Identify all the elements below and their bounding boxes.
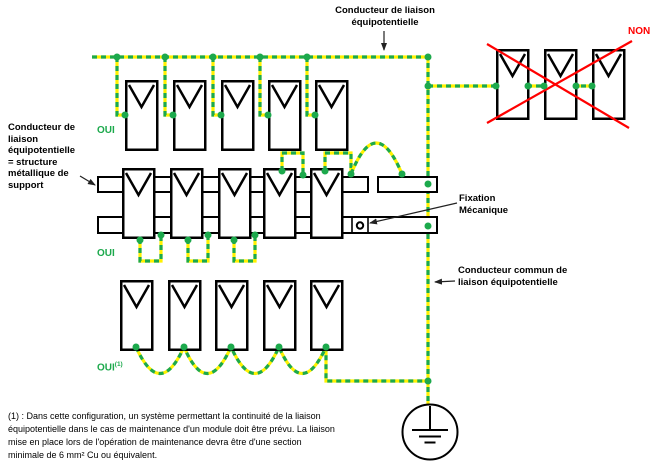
pv-module: [263, 168, 297, 239]
oui-label-bottom: OUI(1): [97, 361, 123, 374]
left-structure-label: Conducteur de liaison équipotentielle = …: [8, 122, 76, 191]
forbidden-cross-icon: [486, 40, 633, 129]
pv-module: [215, 280, 249, 351]
pv-module: [168, 280, 202, 351]
pv-module: [120, 280, 154, 351]
pv-module: [173, 80, 207, 151]
non-label: NON: [628, 26, 651, 37]
pv-module: [122, 168, 156, 239]
oui-label-middle: OUI: [97, 248, 115, 259]
pv-module: [310, 280, 344, 351]
top-conductor-label: Conducteur de liaison équipotentielle: [335, 5, 435, 28]
earth-ground-icon: [401, 403, 459, 461]
pv-module-row-bottom: [120, 280, 344, 351]
bonding-connection-dots: [113, 53, 596, 385]
pv-module: [544, 49, 578, 120]
pv-module: [170, 168, 204, 239]
arrow-common-conductor: [434, 278, 456, 285]
pv-module: [310, 168, 344, 239]
pv-module: [125, 80, 159, 151]
pv-module: [221, 80, 255, 151]
arrow-left-structure: [79, 175, 96, 186]
annotation-arrows: [79, 31, 458, 285]
footnote: (1) : Dans cette configuration, un systè…: [8, 411, 335, 460]
oui-bottom-superscript: (1): [114, 361, 123, 368]
mechanical-fixation-bolt-icon: [355, 221, 365, 230]
arrow-fixation: [369, 202, 458, 225]
pv-module: [268, 80, 302, 151]
pv-module: [263, 280, 297, 351]
pv-module: [218, 168, 252, 239]
fixation-label: Fixation Mécanique: [459, 193, 509, 216]
common-conductor-label: Conducteur commun de liaison équipotenti…: [458, 265, 568, 288]
oui-label-top: OUI: [97, 125, 115, 136]
pv-module: [315, 80, 349, 151]
